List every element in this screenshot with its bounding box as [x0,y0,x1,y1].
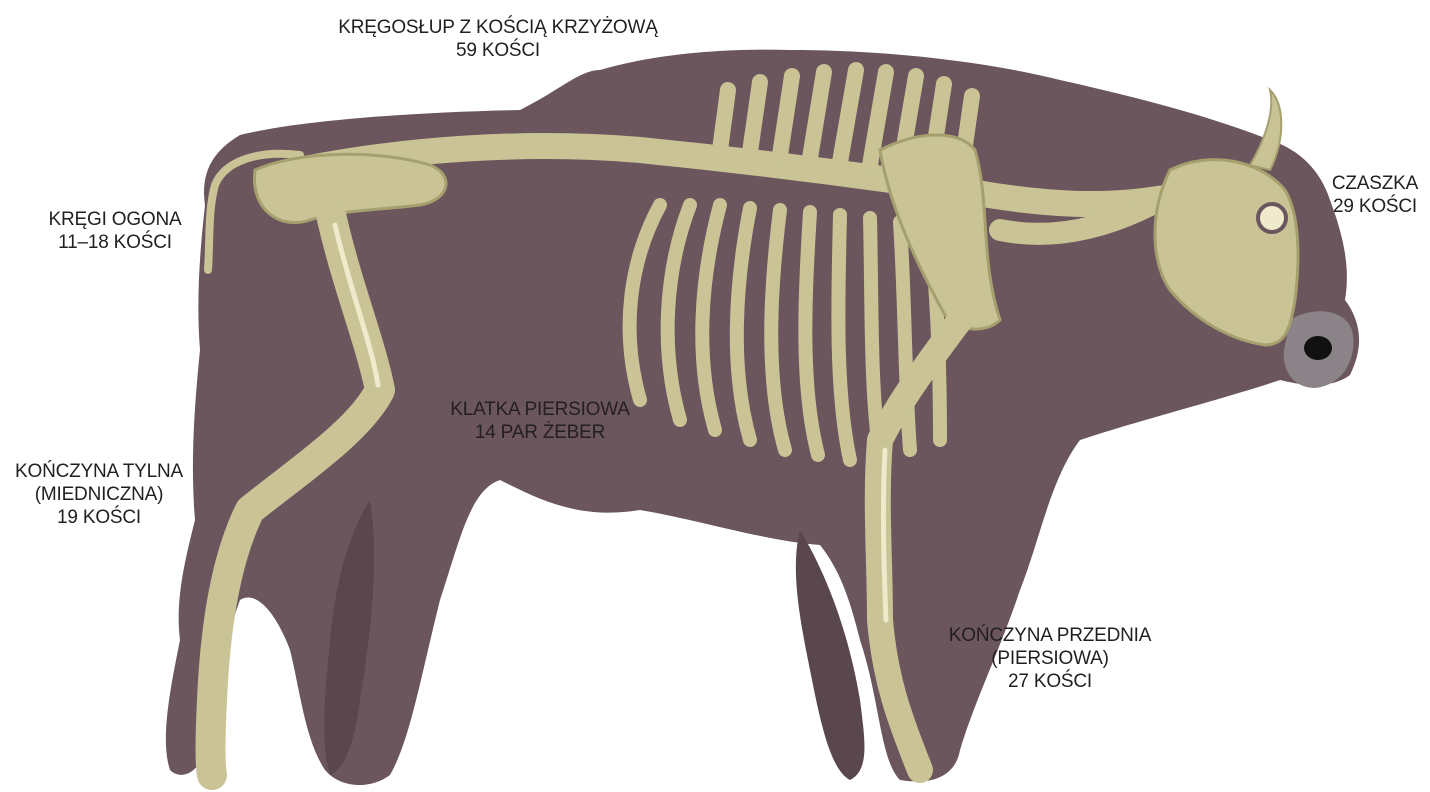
label-hindlimb-line2: (MIEDNICZNA) [4,483,194,506]
label-hindlimb-line1: KOŃCZYNA TYLNA [4,460,194,483]
label-spine-line2: 59 KOŚCI [318,39,678,62]
eye-socket [1258,204,1286,232]
label-forelimb: KOŃCZYNA PRZEDNIA (PIERSIOWA) 27 KOŚCI [935,624,1165,693]
label-tail: KRĘGI OGONA 11–18 KOŚCI [40,208,190,254]
label-skull-line2: 29 KOŚCI [1320,195,1430,218]
label-hindlimb: KOŃCZYNA TYLNA (MIEDNICZNA) 19 KOŚCI [4,460,194,529]
label-ribcage-line1: KLATKA PIERSIOWA [440,398,640,421]
label-spine: KRĘGOSŁUP Z KOŚCIĄ KRZYŻOWĄ 59 KOŚCI [318,16,678,62]
label-forelimb-line3: 27 KOŚCI [935,670,1165,693]
label-forelimb-line2: (PIERSIOWA) [935,647,1165,670]
label-ribcage-line2: 14 PAR ŻEBER [440,421,640,444]
label-skull-line1: CZASZKA [1320,172,1430,195]
label-tail-line1: KRĘGI OGONA [40,208,190,231]
label-spine-line1: KRĘGOSŁUP Z KOŚCIĄ KRZYŻOWĄ [318,16,678,39]
label-ribcage: KLATKA PIERSIOWA 14 PAR ŻEBER [440,398,640,444]
label-skull: CZASZKA 29 KOŚCI [1320,172,1430,218]
label-forelimb-line1: KOŃCZYNA PRZEDNIA [935,624,1165,647]
nostril [1304,336,1332,360]
front-leg-highlight [883,450,886,620]
label-hindlimb-line3: 19 KOŚCI [4,506,194,529]
label-tail-line2: 11–18 KOŚCI [40,231,190,254]
